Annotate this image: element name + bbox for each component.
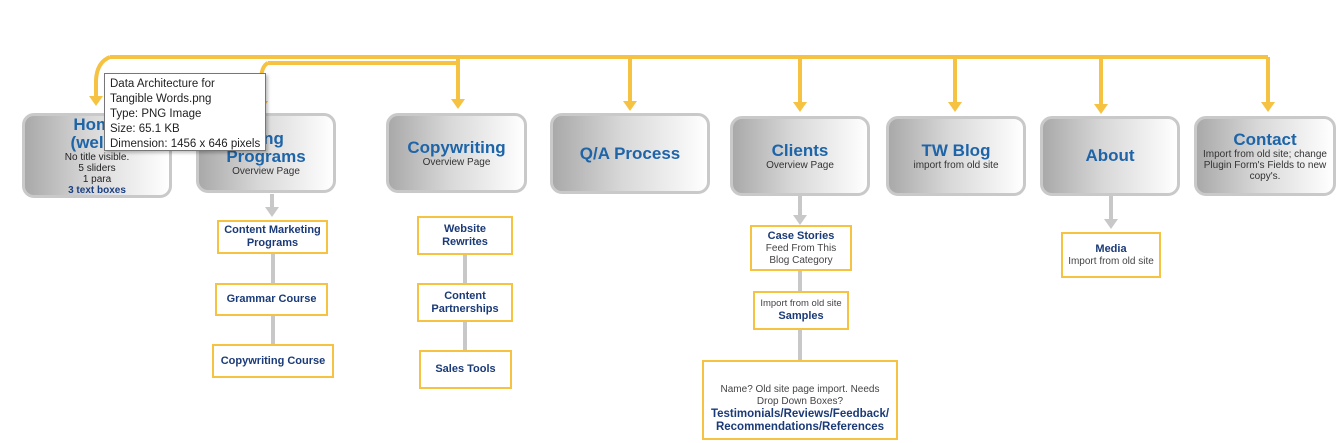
box-copywriting-course: Copywriting Course <box>212 344 334 378</box>
box-title: Case Stories <box>767 229 835 242</box>
arrowhead-training-child <box>265 207 279 217</box>
node-about: About <box>1040 116 1180 196</box>
arrowhead-contact <box>1261 102 1275 112</box>
box-title: Grammar Course <box>226 293 317 305</box>
arrowhead-copywriting <box>451 99 465 109</box>
yellow-connectors <box>94 55 1270 106</box>
node-clients-subtitle: Overview Page <box>766 159 834 171</box>
box-media: Media Import from old site <box>1061 232 1161 278</box>
box-case-stories: Case Stories Feed From This Blog Categor… <box>750 225 852 271</box>
arrowhead-home <box>89 96 103 106</box>
arrowhead-about <box>1094 104 1108 114</box>
yellow-arrowheads <box>89 96 1275 114</box>
node-training-subtitle: Overview Page <box>232 165 300 177</box>
box-subtitle: Import from old site <box>1068 255 1154 267</box>
image-info-tooltip: Data Architecture for Tangible Words.png… <box>104 73 266 151</box>
box-testimonials: Name? Old site page import. Needs Drop D… <box>702 360 898 440</box>
tooltip-line: Tangible Words.png <box>110 93 212 105</box>
node-contact: Contact Import from old site; change Plu… <box>1194 116 1336 196</box>
box-content-marketing-programs: Content Marketing Programs <box>217 220 328 254</box>
box-title: Website Rewrites <box>442 222 488 248</box>
node-home-note: No title visible. <box>64 151 130 163</box>
box-samples: Import from old site Samples <box>753 291 849 330</box>
node-copywriting: Copywriting Overview Page <box>386 113 527 193</box>
box-title: Samples <box>778 310 824 322</box>
arrowhead-clients <box>793 102 807 112</box>
box-website-rewrites: Website Rewrites <box>417 216 513 255</box>
node-contact-subtitle: Import from old site; change Plugin Form… <box>1203 148 1327 182</box>
node-home: Home (welco No title visible. 5 sliders … <box>22 113 172 198</box>
box-content-partnerships: Content Partnerships <box>417 283 513 322</box>
gray-connectors <box>270 194 1113 360</box>
box-sales-tools: Sales Tools <box>419 350 512 389</box>
node-copywriting-subtitle: Overview Page <box>422 156 491 168</box>
box-grammar-course: Grammar Course <box>215 283 328 316</box>
box-pre: Import from old site <box>760 298 842 309</box>
node-contact-title: Contact <box>1233 129 1297 149</box>
tooltip-line: Size: 65.1 KB <box>110 123 180 135</box>
node-clients-title: Clients <box>771 140 829 160</box>
gray-arrowheads <box>265 207 1118 229</box>
tooltip-line: Type: PNG Image <box>110 108 202 120</box>
node-qa-title: Q/A Process <box>579 143 681 163</box>
node-home-note: 3 text boxes <box>68 184 126 196</box>
node-home-note: 1 para <box>82 173 112 185</box>
arrowhead-blog <box>948 102 962 112</box>
box-title: Content Marketing Programs <box>224 224 321 249</box>
box-subtitle: Feed From This Blog Category <box>765 242 837 266</box>
node-copywriting-title: Copywriting <box>407 137 506 157</box>
drop-home <box>94 55 111 98</box>
box-title: Content Partnerships <box>431 289 499 315</box>
box-title: Sales Tools <box>435 363 496 375</box>
box-pre: Name? Old site page import. Needs Drop D… <box>720 384 880 407</box>
box-title: Copywriting Course <box>220 354 326 367</box>
node-blog: TW Blog import from old site <box>886 116 1026 196</box>
node-blog-title: TW Blog <box>921 140 991 160</box>
node-about-title: About <box>1085 146 1135 165</box>
arrowhead-clients-child <box>793 215 807 225</box>
tooltip-line: Dimension: 1456 x 646 pixels <box>110 138 261 150</box>
box-title: Testimonials/Reviews/Feedback/ Recommend… <box>710 408 890 433</box>
node-clients: Clients Overview Page <box>730 116 870 196</box>
node-home-note: 5 sliders <box>78 162 116 174</box>
arrowhead-about-child <box>1104 219 1118 229</box>
arrowhead-qa <box>623 101 637 111</box>
tooltip-line: Data Architecture for <box>110 78 215 90</box>
node-qa: Q/A Process <box>550 113 710 194</box>
box-title: Media <box>1095 242 1127 255</box>
node-blog-subtitle: import from old site <box>913 159 999 171</box>
